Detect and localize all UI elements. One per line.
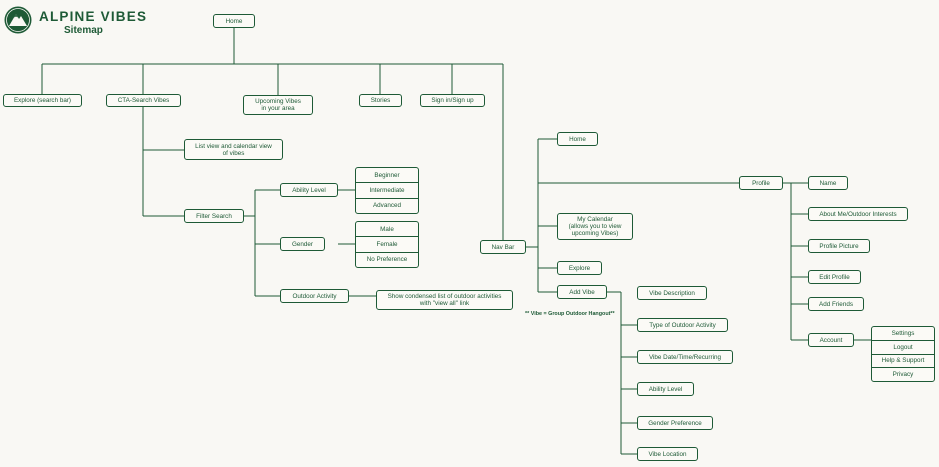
option-male[interactable]: Male [380,225,394,233]
node-profile[interactable]: Profile [739,176,783,190]
node-outdoor-activity[interactable]: Outdoor Activity [280,289,349,303]
node-about-me[interactable]: About Me/Outdoor Interests [808,207,908,221]
node-gender[interactable]: Gender [280,237,325,251]
node-nav-explore[interactable]: Explore [557,261,602,275]
sitemap-title: Sitemap [64,25,103,36]
option-beginner[interactable]: Beginner [374,171,400,179]
ability-options-list: Beginner Intermediate Advanced [355,167,419,214]
node-type-outdoor-activity[interactable]: Type of Outdoor Activity [637,318,728,332]
node-profile-picture[interactable]: Profile Picture [808,239,870,253]
option-intermediate[interactable]: Intermediate [356,182,418,197]
node-name[interactable]: Name [808,176,848,190]
gender-options-list: Male Female No Preference [355,221,419,268]
node-my-calendar[interactable]: My Calendar (allows you to view upcoming… [557,213,633,240]
option-settings[interactable]: Settings [891,329,915,337]
node-vibe-ability-level[interactable]: Ability Level [637,382,694,396]
option-no-preference[interactable]: No Preference [356,251,418,267]
node-stories[interactable]: Stories [359,94,402,107]
node-condensed-activity-list[interactable]: Show condensed list of outdoor activitie… [376,290,513,310]
node-edit-profile[interactable]: Edit Profile [808,270,861,284]
brand-name: ALPINE VIBES [39,9,148,24]
option-help-support[interactable]: Help & Support [872,353,934,368]
account-options-list: Settings Logout Help & Support Privacy [871,326,935,382]
node-vibe-date-time[interactable]: Vibe Date/Time/Recurring [637,350,733,364]
option-female[interactable]: Female [356,236,418,251]
node-vibe-location[interactable]: Vibe Location [637,447,698,461]
node-upcoming-vibes[interactable]: Upcoming Vibes in your area [243,95,313,115]
option-logout[interactable]: Logout [872,339,934,354]
node-nav-home[interactable]: Home [557,132,598,146]
vibe-definition-note: ** Vibe = Group Outdoor Hangout** [525,311,615,317]
node-account[interactable]: Account [808,333,854,347]
node-add-friends[interactable]: Add Friends [808,297,864,311]
node-cta-search-vibes[interactable]: CTA-Search Vibes [106,94,181,107]
node-explore-search[interactable]: Explore (search bar) [3,94,82,107]
node-list-calendar-view[interactable]: List view and calendar view of vibes [184,139,283,160]
node-vibe-description[interactable]: Vibe Description [637,286,707,300]
node-gender-preference[interactable]: Gender Preference [637,416,713,430]
node-home[interactable]: Home [213,14,255,28]
option-privacy[interactable]: Privacy [872,367,934,381]
node-filter-search[interactable]: Filter Search [184,209,244,223]
mountain-logo-icon [4,6,32,34]
node-nav-bar[interactable]: Nav Bar [480,240,526,254]
node-signin-signup[interactable]: Sign in/Sign up [420,94,485,107]
option-advanced[interactable]: Advanced [356,197,418,213]
node-add-vibe[interactable]: Add Vibe [557,285,607,299]
node-ability-level[interactable]: Ability Level [280,183,338,197]
